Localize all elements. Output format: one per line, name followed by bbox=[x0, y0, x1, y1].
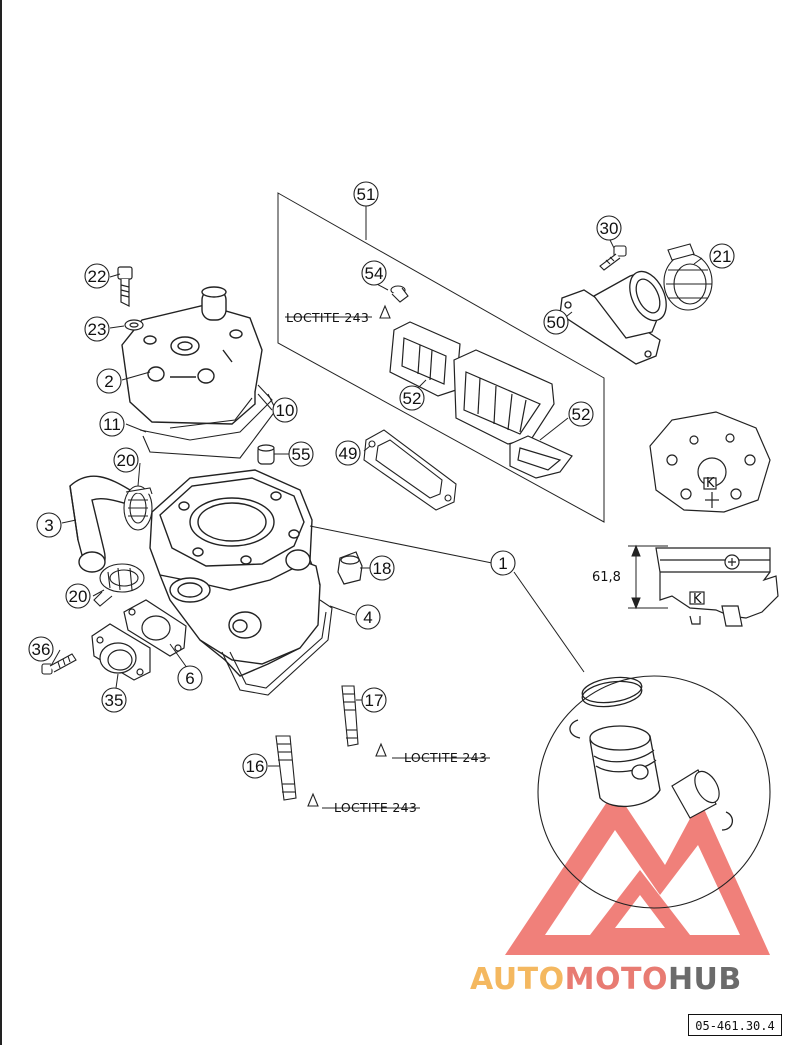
loctite-note-stud-16: LOCTITE 243 bbox=[334, 800, 417, 815]
callout-52-upper: 52 bbox=[403, 389, 422, 408]
callout-3: 3 bbox=[44, 516, 53, 535]
watermark-triangle bbox=[505, 790, 770, 955]
reed-petal-right bbox=[509, 435, 573, 479]
wordmark-auto: AUTO bbox=[470, 962, 565, 997]
k-mark-cylinder: K bbox=[693, 592, 702, 607]
callout-35: 35 bbox=[105, 691, 124, 710]
reed-gasket bbox=[363, 429, 457, 511]
callout-23: 23 bbox=[88, 320, 107, 339]
exhaust-flange bbox=[91, 623, 151, 681]
reed-block bbox=[453, 349, 555, 445]
height-dimension bbox=[628, 544, 668, 610]
callout-17: 17 bbox=[365, 691, 384, 710]
reed-petal-left bbox=[389, 321, 461, 397]
loctite-note-reed: LOCTITE 243 bbox=[286, 310, 369, 325]
plug-nut bbox=[337, 551, 363, 585]
loctite-note-stud-17: LOCTITE 243 bbox=[404, 750, 487, 765]
piston bbox=[589, 725, 661, 808]
callout-16: 16 bbox=[246, 757, 265, 776]
reed-valve-group-frame bbox=[277, 192, 605, 523]
callout-20-lower: 20 bbox=[69, 587, 88, 606]
callout-6: 6 bbox=[185, 669, 194, 688]
cylinder bbox=[149, 469, 321, 677]
callout-11: 11 bbox=[103, 415, 121, 434]
callout-36: 36 bbox=[32, 640, 51, 659]
callout-22: 22 bbox=[88, 267, 107, 286]
head-bolt bbox=[117, 266, 144, 331]
reed-screw bbox=[379, 285, 409, 319]
intake-manifold bbox=[559, 270, 667, 365]
piston-pin bbox=[671, 769, 720, 819]
callout-54: 54 bbox=[365, 264, 384, 283]
callout-30: 30 bbox=[600, 219, 619, 238]
hose-clamp-lower bbox=[93, 563, 145, 607]
callout-55: 55 bbox=[292, 445, 311, 464]
wordmark-moto: MOTO bbox=[564, 962, 668, 997]
coolant-hose bbox=[69, 475, 138, 573]
piston-circlip bbox=[569, 719, 733, 831]
callout-52-right: 52 bbox=[572, 405, 591, 424]
callout-4: 4 bbox=[363, 608, 372, 627]
left-border-rule bbox=[0, 0, 2, 1045]
callout-10: 10 bbox=[276, 401, 295, 420]
callout-51: 51 bbox=[357, 185, 376, 204]
flange-gasket bbox=[123, 599, 187, 657]
hose-clamp-upper bbox=[123, 485, 153, 531]
cylinder-base-gasket bbox=[221, 599, 333, 696]
callout-18: 18 bbox=[373, 559, 392, 578]
callout-50: 50 bbox=[547, 313, 566, 332]
callout-49: 49 bbox=[339, 444, 358, 463]
intake-clamp bbox=[663, 243, 713, 311]
callout-2: 2 bbox=[104, 372, 113, 391]
cylinder-side-view bbox=[655, 547, 779, 627]
drawing-reference-code: 05-461.30.4 bbox=[688, 1014, 782, 1036]
callout-balloons bbox=[28, 181, 735, 779]
flange-screw bbox=[41, 653, 77, 675]
head-top-view bbox=[649, 411, 771, 513]
wordmark-hub: HUB bbox=[667, 962, 742, 997]
head-gasket bbox=[139, 384, 277, 459]
piston-detail-circle bbox=[537, 675, 771, 909]
stud-upper bbox=[341, 685, 387, 757]
callout-20-upper: 20 bbox=[117, 451, 136, 470]
cylinder-head bbox=[121, 286, 263, 425]
stud-lower bbox=[275, 735, 319, 807]
watermark-wordmark: AUTOMOTOHUB bbox=[470, 962, 742, 997]
height-dimension-value: 61,8 bbox=[592, 570, 621, 585]
manifold-screw bbox=[599, 245, 627, 271]
callout-labels: 51 30 21 22 54 23 50 2 52 11 10 52 20 55… bbox=[32, 185, 732, 776]
piston-ring bbox=[581, 676, 643, 708]
callout-1: 1 bbox=[498, 554, 507, 573]
k-mark-head: K bbox=[706, 476, 715, 491]
dowel-sleeve bbox=[257, 444, 275, 465]
callout-21: 21 bbox=[713, 247, 732, 266]
